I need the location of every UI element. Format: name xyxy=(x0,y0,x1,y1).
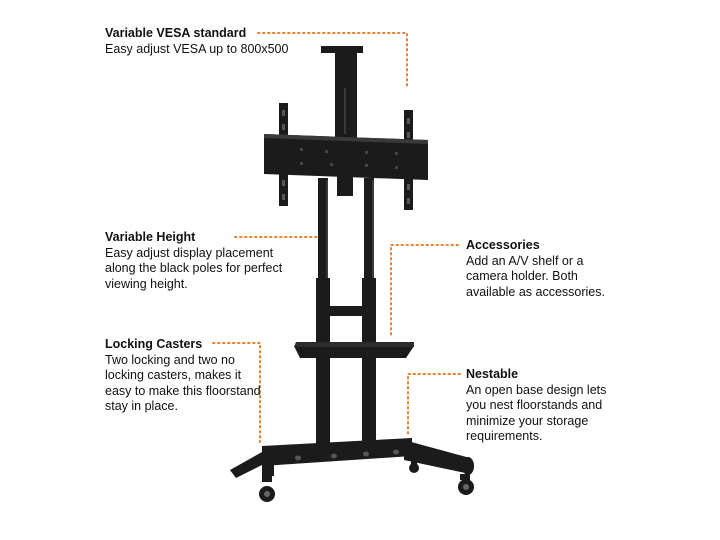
leader-vesa xyxy=(257,32,408,87)
base-right-arm xyxy=(404,440,470,474)
callout-accessories-body: Add an A/V shelf or a camera holder. Bot… xyxy=(466,253,605,299)
stand-body xyxy=(230,46,474,502)
av-shelf xyxy=(294,346,414,358)
caster xyxy=(259,474,275,502)
callout-height-body: Easy adjust display placement along the … xyxy=(105,245,283,291)
mount-bar xyxy=(264,134,428,180)
top-plate xyxy=(321,46,363,53)
base xyxy=(262,438,412,466)
callout-height: Variable Height Easy adjust display plac… xyxy=(105,230,305,292)
leader-casters xyxy=(212,342,261,443)
callout-casters-body: Two locking and two no locking casters, … xyxy=(105,352,261,414)
leader-nestable xyxy=(407,373,461,437)
callout-casters: Locking Casters Two locking and two no l… xyxy=(105,337,265,415)
callout-vesa-body: Easy adjust VESA up to 800x500 xyxy=(105,41,289,56)
callout-nestable-body: An open base design lets you nest floors… xyxy=(466,382,607,444)
callout-vesa-title: Variable VESA standard xyxy=(105,26,247,40)
callout-nestable: Nestable An open base design lets you ne… xyxy=(466,367,626,445)
callout-height-title: Variable Height xyxy=(105,230,196,244)
crossbar xyxy=(326,306,366,316)
callout-accessories: Accessories Add an A/V shelf or a camera… xyxy=(466,238,626,300)
leader-accessories xyxy=(390,244,459,339)
callout-nestable-title: Nestable xyxy=(466,367,519,381)
callout-vesa: Variable VESA standard Easy adjust VESA … xyxy=(105,26,288,57)
callout-accessories-title: Accessories xyxy=(466,238,540,252)
callout-casters-title: Locking Casters xyxy=(105,337,203,351)
leader-lines xyxy=(212,32,461,443)
